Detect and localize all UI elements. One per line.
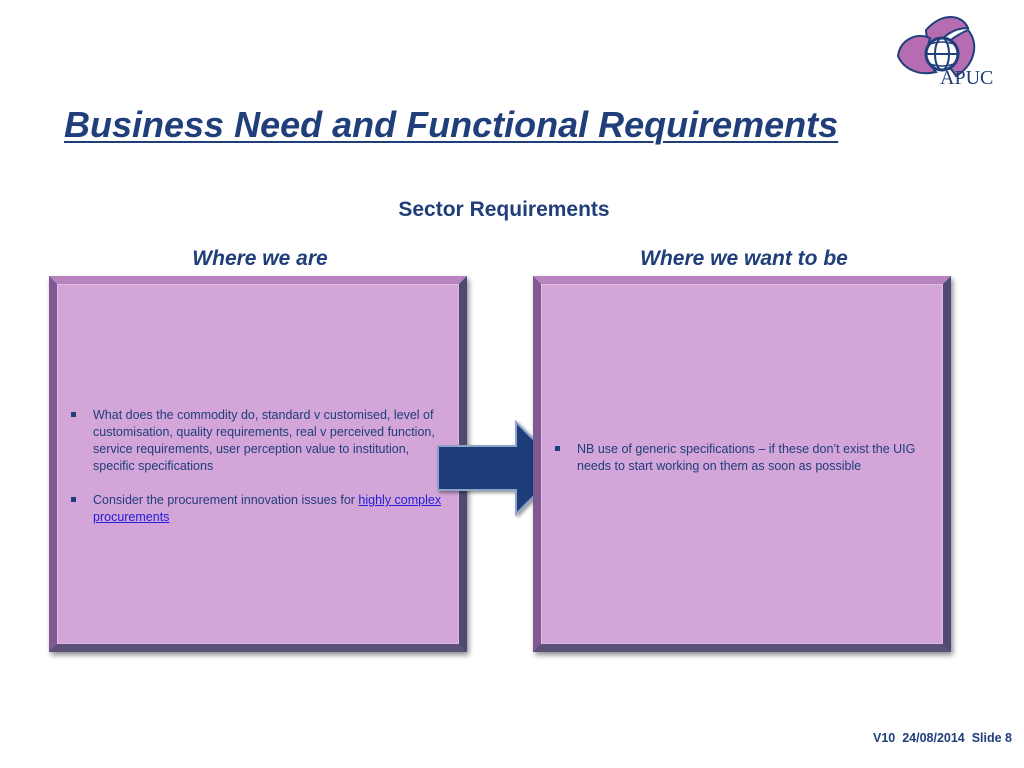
- bullet-text: What does the commodity do, standard v c…: [93, 408, 435, 473]
- list-item: NB use of generic specifications – if th…: [551, 441, 941, 475]
- bullet-icon: [71, 497, 76, 502]
- logo-text: APUC: [940, 67, 993, 89]
- bullet-icon: [555, 446, 560, 451]
- left-column-heading: Where we are: [192, 247, 328, 270]
- apuc-globe-logo-icon: APUC: [896, 16, 993, 89]
- slide-footer: V10 24/08/2014 Slide 8: [873, 731, 1012, 745]
- slide-title: Business Need and Functional Requirement…: [64, 104, 839, 145]
- current-state-list: What does the commodity do, standard v c…: [67, 407, 447, 543]
- current-state-panel: What does the commodity do, standard v c…: [49, 276, 467, 652]
- highly-complex-procurements-link[interactable]: highly complex procurements: [93, 493, 442, 524]
- bullet-text: NB use of generic specifications – if th…: [577, 442, 916, 473]
- footer-slide-number: Slide 8: [971, 731, 1012, 745]
- target-state-list: NB use of generic specifications – if th…: [551, 441, 941, 492]
- apuc-logo: APUC: [890, 10, 1014, 100]
- target-state-panel: NB use of generic specifications – if th…: [533, 276, 951, 652]
- bullet-text: Consider the procurement innovation issu…: [93, 493, 359, 507]
- list-item: What does the commodity do, standard v c…: [67, 407, 447, 475]
- list-item: Consider the procurement innovation issu…: [67, 492, 447, 526]
- bullet-icon: [71, 412, 76, 417]
- right-column-heading: Where we want to be: [640, 247, 848, 270]
- footer-date: 24/08/2014: [902, 731, 965, 745]
- footer-version: V10: [872, 731, 896, 745]
- slide-subtitle: Sector Requirements: [398, 198, 610, 221]
